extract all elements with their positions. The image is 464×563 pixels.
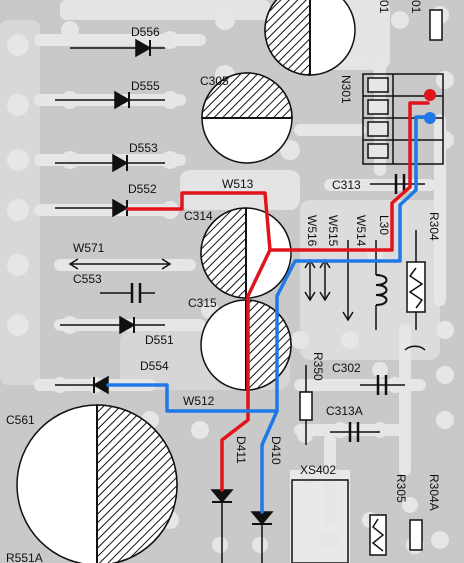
capacitor-c314: [200, 207, 292, 299]
label-r304a: R304A: [427, 474, 441, 511]
label-r350: R350: [311, 352, 325, 381]
label-d555: D555: [131, 79, 160, 93]
small-components: [68, 9, 443, 556]
label-01-b: 01: [409, 0, 423, 14]
xs402-connector: [291, 479, 349, 563]
label-c313: C313: [332, 178, 361, 192]
label-d411: D411: [234, 436, 248, 464]
label-c314: C314: [184, 209, 213, 223]
label-xs402: XS402: [300, 463, 336, 477]
label-r551a: R551A: [6, 551, 43, 563]
label-d410: D410: [269, 436, 283, 465]
red-terminal-dot: [424, 89, 436, 101]
label-d554: D554: [140, 359, 169, 373]
label-d552: D552: [128, 182, 157, 196]
label-w512: W512: [183, 394, 215, 408]
label-w513: W513: [222, 177, 254, 191]
capacitor-c305: [201, 72, 293, 164]
label-w571: W571: [73, 241, 105, 255]
component-labels: D556 D555 D553 D552 D551 D554 C305 C314 …: [6, 0, 441, 563]
label-w516: W516: [305, 215, 319, 247]
label-w514: W514: [354, 215, 368, 247]
label-l30: L30: [377, 215, 391, 235]
label-c553: C553: [73, 272, 102, 286]
label-r305: R305: [394, 474, 408, 503]
capacitor-c561: [16, 404, 178, 563]
capacitor-c315: [200, 299, 292, 391]
label-c561: C561: [6, 413, 35, 427]
label-c302: C302: [332, 361, 361, 375]
blue-trace: [106, 115, 432, 514]
label-c315: C315: [188, 296, 217, 310]
label-n301: N301: [339, 75, 353, 104]
label-r304: R304: [427, 212, 441, 241]
red-trace: [126, 101, 430, 492]
label-d556: D556: [131, 25, 160, 39]
blue-terminal-dot: [424, 112, 436, 124]
label-w515: W515: [326, 215, 340, 247]
label-d551: D551: [145, 333, 174, 347]
label-c305: C305: [200, 74, 229, 88]
label-d553: D553: [129, 141, 158, 155]
label-01-a: 01: [377, 0, 391, 14]
label-c313a: C313A: [326, 404, 363, 418]
capacitor-top-right: [264, 0, 356, 76]
